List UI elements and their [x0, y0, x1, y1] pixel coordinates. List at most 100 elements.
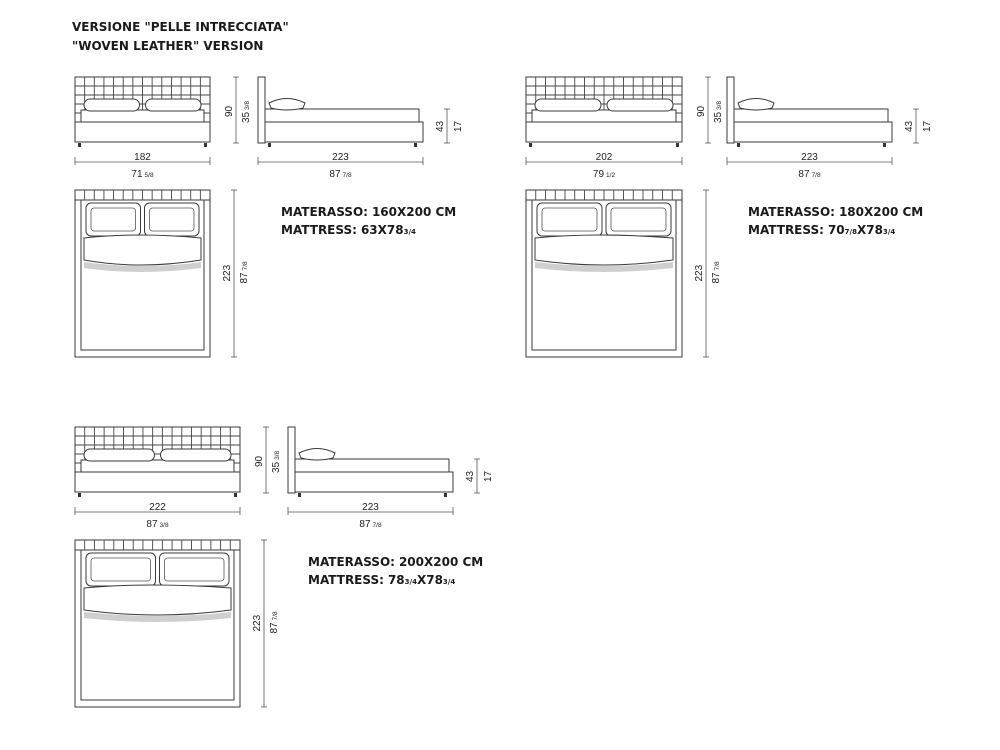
- headboard-inch-whole: 35: [713, 111, 724, 123]
- plan-length-inch-label: 877/8: [711, 261, 722, 284]
- plan-length-cm-label: 223: [252, 614, 263, 631]
- width-inch-whole: 87: [146, 519, 158, 530]
- headboard-height-inch-label: 353/8: [713, 100, 724, 123]
- mattress-english: MATTRESS: 707/8X783/4: [748, 223, 895, 237]
- mattress-english-label: MATTRESS:: [281, 223, 357, 237]
- mattress-english-width: 78: [388, 573, 405, 587]
- length-inch-fraction: 7/8: [812, 172, 821, 179]
- headboard-height-cm-label: 90: [696, 105, 707, 117]
- base-height-inch-label: 17: [453, 120, 464, 132]
- mattress-italian-value: 180X200 CM: [839, 205, 923, 219]
- mattress-english-length: 78: [426, 573, 443, 587]
- width-inch-fraction: 1/2: [606, 172, 615, 179]
- mattress-english-width: 70: [828, 223, 845, 237]
- base-height-cm-label: 43: [904, 120, 915, 132]
- width-cm-label: 222: [149, 502, 166, 513]
- length-inch-fraction: 7/8: [343, 172, 352, 179]
- plan-length-inch-whole: 87: [711, 272, 722, 284]
- width-inch-whole: 71: [131, 169, 143, 180]
- mattress-english-width-fraction: 7/8: [845, 228, 857, 236]
- mattress-italian-label: MATERASSO:: [308, 555, 395, 569]
- plan-length-cm-label: 223: [222, 264, 233, 281]
- mattress-italian-value: 200X200 CM: [399, 555, 483, 569]
- mattress-english-times: X: [378, 223, 388, 237]
- mattress-english-width-fraction: 3/4: [405, 578, 417, 586]
- width-inch-whole: 79: [593, 169, 605, 180]
- headboard-height-cm-label: 90: [254, 455, 265, 467]
- mattress-english: MATTRESS: 63X783/4: [281, 223, 416, 237]
- headboard-inch-fraction: 3/8: [244, 100, 251, 109]
- length-inch-whole: 87: [798, 169, 810, 180]
- mattress-italian: MATERASSO: 200X200 CM: [308, 555, 483, 569]
- width-inch-fraction: 5/8: [145, 172, 154, 179]
- plan-length-inch-fraction: 7/8: [714, 261, 721, 270]
- headboard-inch-whole: 35: [241, 111, 252, 123]
- mattress-english-length-fraction: 3/4: [443, 578, 455, 586]
- width-cm-label: 182: [134, 152, 151, 163]
- mattress-english-width: 63: [361, 223, 378, 237]
- mattress-english-length-fraction: 3/4: [404, 228, 416, 236]
- heading-english: "WOVEN LEATHER" VERSION: [72, 39, 263, 53]
- width-inch-fraction: 3/8: [160, 522, 169, 529]
- base-height-cm-label: 43: [435, 120, 446, 132]
- plan-length-inch-fraction: 7/8: [272, 611, 279, 620]
- length-cm-label: 223: [801, 152, 818, 163]
- mattress-spec: MATERASSO: 180X200 CM MATTRESS: 707/8X783/4: [748, 205, 923, 237]
- headboard-height-inch-label: 353/8: [271, 450, 282, 473]
- mattress-italian: MATERASSO: 160X200 CM: [281, 205, 456, 219]
- headboard-inch-fraction: 3/8: [274, 450, 281, 459]
- headboard-height-cm-label: 90: [224, 105, 235, 117]
- plan-length-inch-whole: 87: [269, 622, 280, 634]
- plan-length-inch-whole: 87: [239, 272, 250, 284]
- mattress-italian-label: MATERASSO:: [748, 205, 835, 219]
- mattress-italian-value: 160X200 CM: [372, 205, 456, 219]
- length-inch-whole: 87: [329, 169, 341, 180]
- plan-length-inch-label: 877/8: [269, 611, 280, 634]
- mattress-english-length-fraction: 3/4: [883, 228, 895, 236]
- length-inch-whole: 87: [359, 519, 371, 530]
- mattress-italian: MATERASSO: 180X200 CM: [748, 205, 923, 219]
- length-cm-label: 223: [332, 152, 349, 163]
- plan-length-inch-fraction: 7/8: [242, 261, 249, 270]
- headboard-inch-whole: 35: [271, 461, 282, 473]
- plan-length-inch-label: 877/8: [239, 261, 250, 284]
- mattress-english-label: MATTRESS:: [308, 573, 384, 587]
- mattress-english: MATTRESS:783/4X783/4: [308, 573, 455, 587]
- base-height-inch-label: 17: [922, 120, 933, 132]
- heading-italian: VERSIONE "PELLE INTRECCIATA": [72, 20, 289, 34]
- mattress-english-times: X: [417, 573, 427, 587]
- length-inch-fraction: 7/8: [373, 522, 382, 529]
- mattress-spec: MATERASSO: 160X200 CM MATTRESS: 63X783/4: [281, 205, 456, 237]
- headboard-height-inch-label: 353/8: [241, 100, 252, 123]
- base-height-cm-label: 43: [465, 470, 476, 482]
- mattress-italian-label: MATERASSO:: [281, 205, 368, 219]
- base-height-inch-label: 17: [483, 470, 494, 482]
- length-cm-label: 223: [362, 502, 379, 513]
- headboard-inch-fraction: 3/8: [716, 100, 723, 109]
- mattress-english-length: 78: [387, 223, 404, 237]
- mattress-english-length: 78: [866, 223, 883, 237]
- plan-length-cm-label: 223: [694, 264, 705, 281]
- mattress-english-label: MATTRESS:: [748, 223, 824, 237]
- mattress-english-times: X: [857, 223, 867, 237]
- width-cm-label: 202: [596, 152, 613, 163]
